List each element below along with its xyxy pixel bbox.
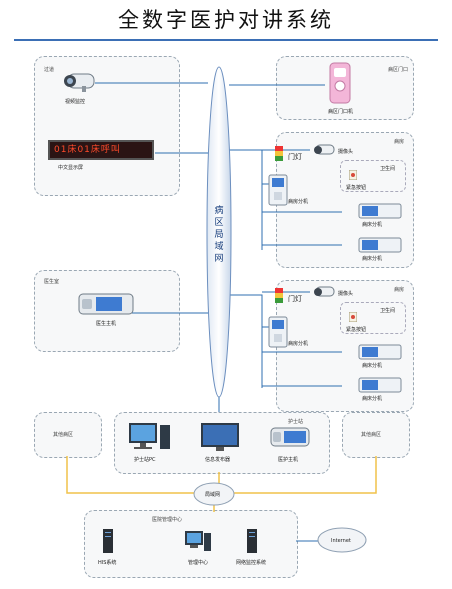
backbone-char: 局	[214, 230, 224, 240]
camera-icon	[64, 73, 95, 92]
center-zone-label: 医院管理中心	[152, 517, 183, 523]
ward2-emergency-label: 紧急按钮	[346, 327, 367, 333]
management-label: 管理中心	[188, 560, 209, 566]
doctor-host-icon	[78, 293, 134, 315]
backbone-char: 区	[214, 218, 224, 228]
door-device-label: 病区门口机	[328, 109, 354, 115]
corridor-display-label: 中文显示屏	[58, 165, 84, 171]
ward2-room-unit-icon	[268, 316, 288, 348]
ward2-bed1-icon	[358, 344, 402, 360]
ward2-wc-box	[340, 302, 406, 334]
doctor-device-label: 医生主机	[96, 321, 117, 327]
door-unit-icon	[329, 62, 351, 104]
ward2-light-label: 门灯	[288, 295, 302, 303]
ward1-zone-label: 病房	[394, 139, 405, 145]
door-light-icon	[275, 288, 283, 303]
ward1-bed2-label: 病床分机	[362, 256, 383, 262]
ward1-bed2-icon	[358, 237, 402, 253]
lan-label: 局域网	[205, 492, 221, 498]
lan-cloud	[193, 482, 235, 506]
nurse-pc-label: 护士站PC	[134, 457, 156, 463]
emergency-button-icon	[349, 312, 357, 322]
backbone-char: 域	[214, 242, 224, 252]
backbone-char: 网	[214, 254, 224, 264]
management-pc-icon	[185, 531, 211, 551]
ward1-room-unit-icon	[268, 174, 288, 206]
monitor-server-icon	[247, 529, 257, 553]
diagram-title: 全数字医护对讲系统	[118, 8, 334, 32]
ward1-wc-label: 卫生间	[380, 166, 396, 172]
ward1-bed1-label: 病床分机	[362, 222, 383, 228]
info-publisher-icon	[201, 423, 239, 451]
doctor-zone-label: 医生室	[44, 279, 60, 285]
ward2-zone-label: 病房	[394, 287, 405, 293]
other-left-zone	[34, 412, 102, 458]
ward1-camera-icon	[314, 144, 335, 155]
nurse-host-label: 医护主机	[278, 457, 299, 463]
ward2-room-unit-label: 病房分机	[288, 341, 309, 347]
internet-cloud	[317, 527, 367, 553]
corridor-zone	[34, 56, 180, 196]
other-right-zone-label: 其他病区	[361, 432, 382, 438]
led-display-icon: 01床01床呼叫	[48, 140, 154, 160]
ward2-camera-icon	[314, 286, 335, 297]
his-label: HIS系统	[98, 560, 117, 566]
his-server-icon	[103, 529, 113, 553]
door-zone-label: 病区门口	[388, 67, 409, 73]
ward1-camera-label: 摄像头	[338, 149, 354, 155]
nurse-zone-label: 护士站	[288, 419, 304, 425]
info-publisher-label: 信息发布器	[205, 457, 231, 463]
ward2-trunk	[229, 294, 263, 388]
monitor-label: 网络监控系统	[236, 560, 267, 566]
corridor-camera-label: 视频监控	[65, 99, 86, 105]
ward1-room-unit-label: 病房分机	[288, 199, 309, 205]
internet-label: Internet	[331, 538, 351, 544]
ward2-camera-label: 摄像头	[338, 291, 354, 297]
ward1-emergency-label: 紧急按钮	[346, 185, 367, 191]
corridor-zone-label: 过道	[44, 67, 55, 73]
backbone-network	[206, 66, 232, 398]
ward1-bed1-icon	[358, 203, 402, 219]
ward2-bed2-label: 病床分机	[362, 396, 383, 402]
other-right-zone	[342, 412, 410, 458]
title-underline	[14, 39, 438, 41]
backbone-label: 病 区 局 域 网	[213, 205, 225, 265]
ward2-bed2-icon	[358, 377, 402, 393]
nurse-pc-icon	[129, 423, 170, 449]
nurse-host-icon	[270, 427, 310, 447]
ward2-bed1-label: 病床分机	[362, 363, 383, 369]
ward2-wc-label: 卫生间	[380, 308, 396, 314]
backbone-char: 病	[214, 206, 224, 216]
ward1-light-label: 门灯	[288, 153, 302, 161]
door-light-icon	[275, 146, 283, 161]
other-left-zone-label: 其他病区	[53, 432, 74, 438]
emergency-button-icon	[349, 170, 357, 180]
ward1-wc-box	[340, 160, 406, 192]
ward1-trunk	[229, 149, 263, 250]
led-display-text: 01床01床呼叫	[54, 145, 121, 155]
